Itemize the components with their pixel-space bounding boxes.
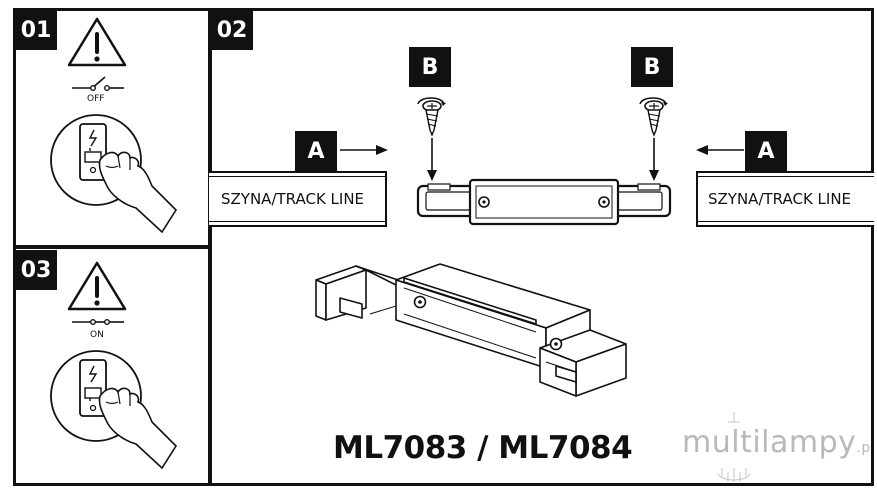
model-number: ML7083 / ML7084 — [333, 430, 633, 466]
label-b-right: B — [631, 47, 673, 87]
screw-icon — [417, 97, 446, 137]
brand-name: multilampy — [682, 425, 857, 460]
label-a-left: A — [295, 131, 337, 171]
chandelier-icon — [717, 412, 751, 482]
screw-icon — [639, 97, 668, 137]
brand-suffix: .p — [856, 440, 871, 456]
track-rail-left — [209, 171, 387, 227]
connector-isometric-view — [315, 263, 627, 397]
connector-top-view — [416, 178, 672, 226]
warning-icon — [67, 261, 127, 311]
panel-step-02 — [209, 8, 874, 486]
warning-icon — [67, 17, 127, 67]
hand-switch-icon — [50, 350, 178, 470]
track-line-label-right: SZYNA/TRACK LINE — [708, 190, 852, 208]
track-line-label-left: SZYNA/TRACK LINE — [221, 190, 365, 208]
hand-switch-icon — [50, 114, 178, 234]
label-b-left: B — [409, 47, 451, 87]
switch-on-label: ON — [90, 330, 104, 340]
switch-symbol-icon — [72, 318, 124, 325]
step-01-badge: 01 — [15, 10, 57, 50]
arrow-icon — [649, 138, 659, 181]
switch-off-label: OFF — [87, 94, 105, 104]
brand-watermark: multilampy.p — [682, 425, 871, 460]
switch-symbol-icon — [72, 76, 124, 91]
arrow-icon — [696, 145, 744, 155]
arrow-icon — [427, 138, 437, 181]
step-03-badge: 03 — [15, 250, 57, 290]
arrow-icon — [340, 145, 388, 155]
label-a-right: A — [745, 131, 787, 171]
step-02-badge: 02 — [211, 10, 253, 50]
track-rail-right — [696, 171, 874, 227]
